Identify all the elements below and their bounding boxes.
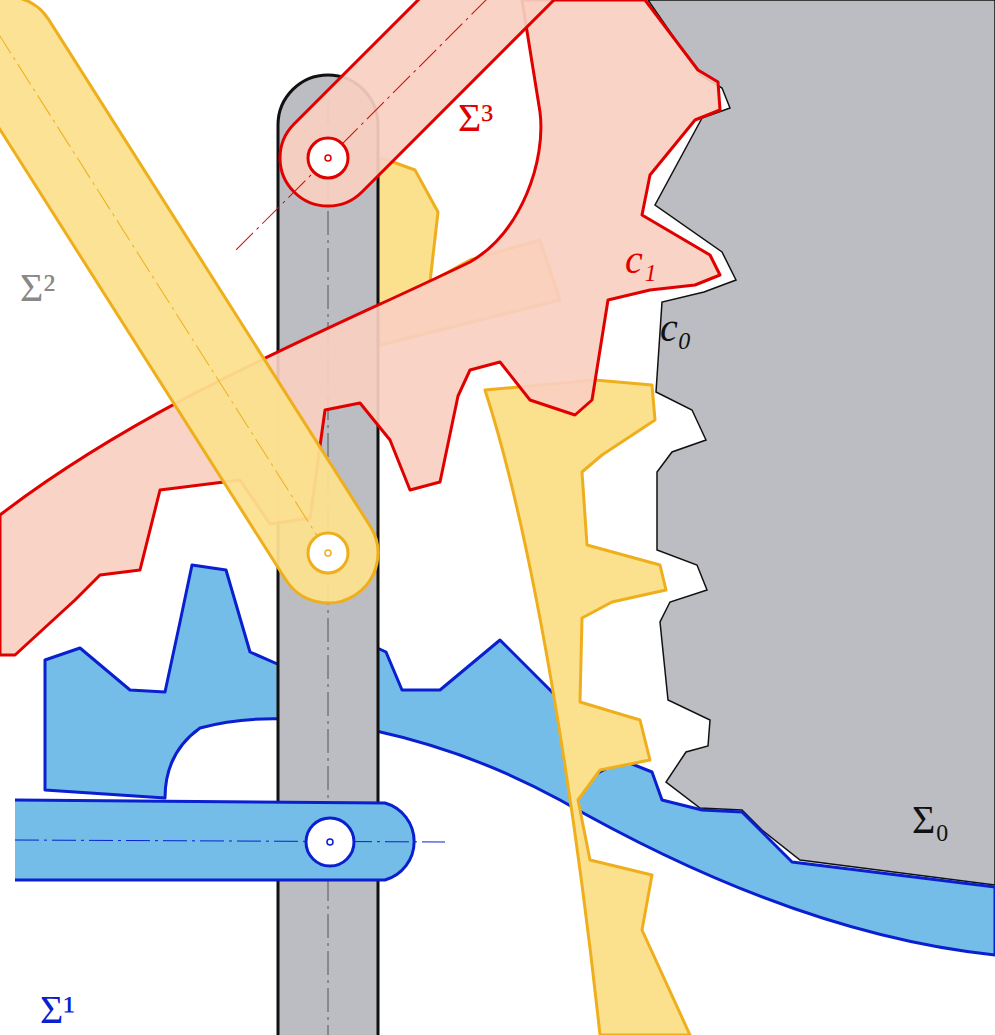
part-label: Σ¹ (40, 990, 75, 1030)
part-label: c₁ (625, 240, 657, 280)
blue-gear (45, 565, 995, 955)
red-arm (260, 0, 625, 226)
part-label: c₀ (660, 308, 692, 348)
part-label: Σ² (20, 268, 55, 308)
part-label: Σ³ (458, 98, 493, 138)
yellow-gear-band (485, 380, 690, 1035)
part-label: Σ₀ (912, 800, 949, 840)
fixed-gear (648, 0, 995, 885)
